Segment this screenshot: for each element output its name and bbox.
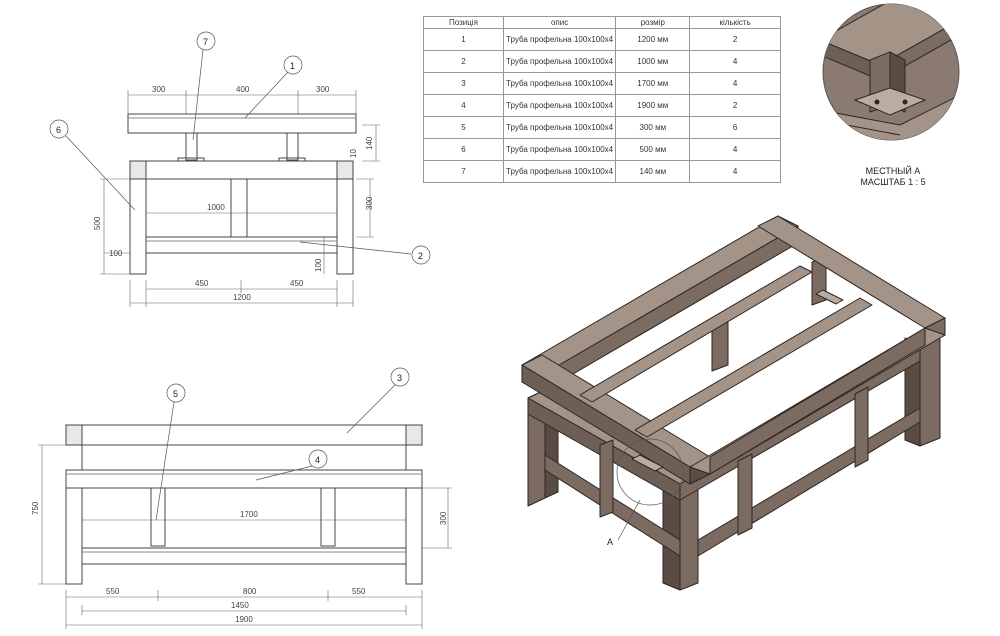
header-position: Позиція [423,16,504,29]
dim-450-right: 450 [290,279,304,288]
dim-140: 140 [365,136,374,150]
detail-caption: МЕСТНЫЙ А МАСШТАБ 1 : 5 [838,166,948,188]
callout-3: 3 [397,373,402,383]
cell-desc: Труба профельна 100х100х4 [502,50,617,73]
callout-labels-front: 3 4 5 [173,373,402,465]
cell-desc: Труба профельна 100х100х4 [502,28,617,51]
dim-300-front: 300 [439,511,448,525]
cell-pos: 4 [423,94,504,117]
cell-pos: 7 [423,160,504,183]
side-view-dim-labels: 300 400 300 1000 450 450 1200 500 100 10… [93,85,374,302]
cell-desc: Труба профельна 100х100х4 [502,72,617,95]
cell-desc: Труба профельна 100х100х4 [502,160,617,183]
dim-10: 10 [349,149,358,158]
cell-desc: Труба профельна 100х100х4 [502,94,617,117]
dim-750: 750 [31,501,40,515]
cell-qty: 4 [689,50,781,73]
header-quantity: кількість [689,16,781,29]
cell-pos: 1 [423,28,504,51]
cell-size: 1200 мм [615,28,691,51]
dim-300-left: 300 [152,85,166,94]
callout-labels-side: 7 1 6 2 [56,37,423,261]
dim-500: 500 [93,216,102,230]
table-header-row: Позиція опис розмір кількість [423,16,781,29]
callouts-side [49,31,431,265]
cell-qty: 4 [689,160,781,183]
callout-6: 6 [56,125,61,135]
front-view-dim-labels: 750 1700 300 550 800 550 1450 1900 [31,501,448,624]
cell-size: 1000 мм [615,50,691,73]
cell-qty: 4 [689,138,781,161]
cell-qty: 6 [689,116,781,139]
dim-1900: 1900 [235,615,253,624]
cell-pos: 3 [423,72,504,95]
cell-size: 140 мм [615,160,691,183]
cell-size: 1700 мм [615,72,691,95]
front-view-dimensions [38,444,452,629]
dim-100-foot: 100 [109,249,123,258]
front-view [65,424,423,585]
side-view-dimensions [100,90,380,307]
dim-1000: 1000 [207,203,225,212]
dim-450-left: 450 [195,279,209,288]
cell-pos: 5 [423,116,504,139]
dim-550-right: 550 [352,587,366,596]
dim-1200: 1200 [233,293,251,302]
callout-1: 1 [290,61,295,71]
header-description: опис [502,16,617,29]
detail-caption-line1: МЕСТНЫЙ А [865,166,921,176]
cell-pos: 2 [423,50,504,73]
header-size: розмір [615,16,691,29]
callout-5: 5 [173,389,178,399]
detail-caption-line2: МАСШТАБ 1 : 5 [860,177,926,187]
cell-size: 300 мм [615,116,691,139]
dim-300-right: 300 [316,85,330,94]
cell-size: 1900 мм [615,94,691,117]
dim-300-vert: 300 [365,196,374,210]
cell-qty: 2 [689,28,781,51]
cell-desc: Труба профельна 100х100х4 [502,116,617,139]
detail-marker-label: А [607,537,613,547]
callout-2: 2 [418,251,423,261]
dim-1450: 1450 [231,601,249,610]
isometric-view [521,215,946,591]
dim-800: 800 [243,587,257,596]
cell-qty: 4 [689,72,781,95]
side-view [127,113,357,275]
dim-100-gap: 100 [314,258,323,272]
cell-size: 500 мм [615,138,691,161]
dim-400: 400 [236,85,250,94]
detail-marker [616,438,684,541]
callouts-front [155,367,410,521]
cell-qty: 2 [689,94,781,117]
cell-pos: 6 [423,138,504,161]
dim-550-left: 550 [106,587,120,596]
detail-view [822,3,960,141]
dim-1700: 1700 [240,510,258,519]
callout-4: 4 [315,455,320,465]
callout-7: 7 [203,37,208,47]
cell-desc: Труба профельна 100х100х4 [502,138,617,161]
